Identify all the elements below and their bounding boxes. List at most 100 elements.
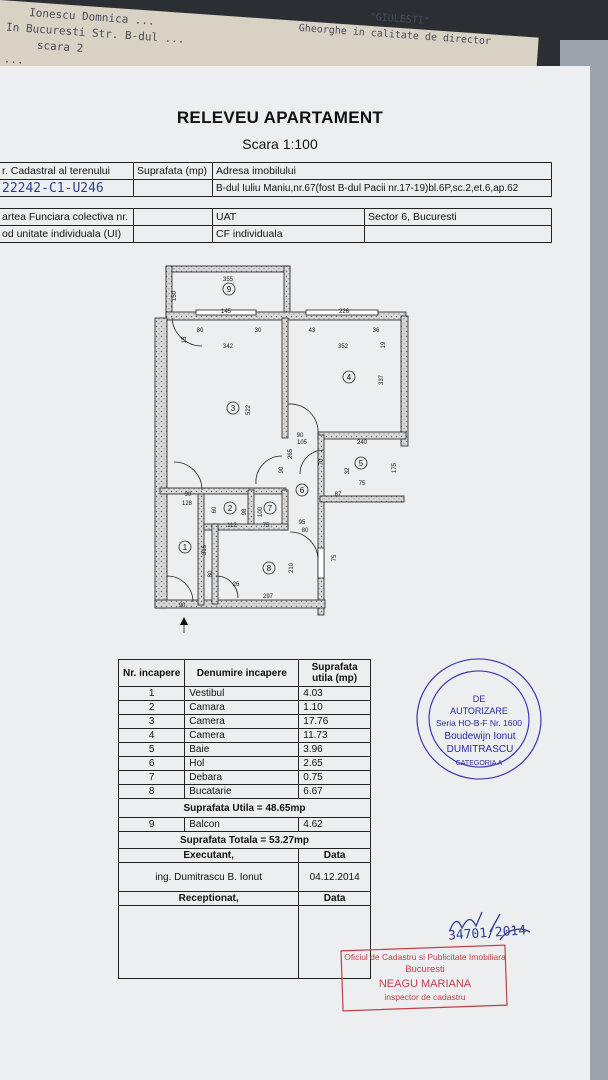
col-nr-header: Nr. incapere bbox=[117, 659, 186, 687]
executant-date-label: Data bbox=[298, 848, 371, 863]
room-nr: 1 bbox=[117, 686, 186, 701]
dimension-label: 522 bbox=[246, 404, 252, 415]
dimension-label: 80 bbox=[197, 328, 204, 334]
room-nr: 5 bbox=[117, 742, 186, 757]
area-label: Suprafata (mp) bbox=[133, 162, 213, 180]
room-area: 11.73 bbox=[298, 728, 371, 743]
room-number: 4 bbox=[347, 373, 352, 382]
dimension-label: 32 bbox=[345, 467, 351, 474]
dimension-label: 95 bbox=[299, 520, 306, 526]
dimension-label: 15 bbox=[182, 336, 188, 343]
stamp-line: Seria HO-B-F Nr. 1600 bbox=[436, 718, 522, 728]
room-number-circles bbox=[178, 282, 368, 575]
room-area: 4.03 bbox=[298, 686, 371, 701]
executant-date: 04.12.2014 bbox=[298, 862, 371, 892]
dimension-label: 297 bbox=[263, 594, 274, 600]
dimension-label: 60 bbox=[212, 506, 218, 513]
office-stamp-line: inspector de cadastru bbox=[384, 992, 466, 1002]
stamp-line: DUMITRASCU bbox=[446, 744, 514, 755]
room-nr: 6 bbox=[117, 756, 186, 771]
room-name: Camara bbox=[184, 700, 300, 715]
room-area: 6.67 bbox=[298, 784, 371, 799]
room-nr: 8 bbox=[117, 784, 186, 799]
room-name: Hol bbox=[184, 756, 300, 771]
dimension-label: 98 bbox=[242, 508, 248, 515]
room-area: 1.10 bbox=[298, 700, 371, 715]
plan-dimensions: 355 150 145 226 80 15 30 43 36 342 352 1… bbox=[172, 277, 398, 609]
stamp-line: DE bbox=[472, 694, 486, 704]
room-name: Camera bbox=[184, 728, 300, 743]
room-nr: 3 bbox=[117, 714, 186, 729]
dimension-label: 145 bbox=[221, 309, 232, 315]
executant-label: Executant, bbox=[117, 848, 300, 863]
room-name: Camera bbox=[184, 714, 300, 729]
room-name: Bucatarie bbox=[184, 784, 300, 799]
dimension-label: 175 bbox=[392, 462, 398, 473]
dimension-label: 337 bbox=[379, 374, 385, 385]
room-nr: 9 bbox=[117, 817, 186, 832]
office-stamp-line: Bucuresti bbox=[405, 964, 445, 975]
dimension-label: 352 bbox=[338, 344, 349, 350]
dimension-label: 26 bbox=[233, 582, 240, 588]
dimension-label: 315 bbox=[202, 544, 208, 555]
dimension-label: 87 bbox=[335, 492, 342, 498]
dimension-label: 43 bbox=[309, 328, 316, 334]
receptionat-label: Receptionat, bbox=[117, 891, 300, 906]
room-number: 7 bbox=[268, 504, 273, 513]
office-stamp-line: NEAGU MARIANA bbox=[378, 978, 472, 990]
dimension-label: 342 bbox=[223, 344, 234, 350]
dimension-label: 128 bbox=[182, 501, 193, 507]
room-area: 0.75 bbox=[298, 770, 371, 785]
room-number: 1 bbox=[183, 543, 188, 552]
room-name: Debara bbox=[184, 770, 300, 785]
dimension-label: 70 bbox=[319, 458, 325, 465]
room-number: 5 bbox=[359, 459, 364, 468]
room-name: Baie bbox=[184, 742, 300, 757]
dimension-label: 30 bbox=[255, 328, 262, 334]
address-value: B-dul Iuliu Maniu,nr.67(fost B-dul Pacii… bbox=[212, 179, 552, 197]
room-name: Balcon bbox=[184, 817, 300, 832]
stamp-line: Boudewijn Ionut bbox=[444, 731, 516, 742]
dimension-label: 80 bbox=[302, 528, 309, 534]
dimension-label: 75 bbox=[263, 523, 270, 529]
col-area-header: Suprafata utila (mp) bbox=[298, 659, 371, 687]
receptionat-date-label: Data bbox=[298, 891, 371, 906]
ui-label: od unitate individuala (UI) bbox=[0, 225, 134, 243]
total-area: Suprafata Totala = 53.27mp bbox=[118, 831, 371, 849]
plan-walls bbox=[154, 265, 409, 616]
total-useful: Suprafata Utila = 48.65mp bbox=[118, 798, 371, 818]
room-name: Vestibul bbox=[184, 686, 300, 701]
dimension-label: 80 bbox=[208, 570, 214, 577]
cf-collective-label: artea Funciara colectiva nr. bbox=[0, 208, 134, 226]
uat-label: UAT bbox=[212, 208, 365, 226]
room-nr: 2 bbox=[117, 700, 186, 715]
dimension-label: 100 bbox=[258, 506, 264, 517]
dimension-label: 90 bbox=[297, 433, 304, 439]
room-area: 4.62 bbox=[298, 817, 371, 832]
room-nr: 4 bbox=[117, 728, 186, 743]
dimension-label: 240 bbox=[357, 440, 368, 446]
dimension-label: 90 bbox=[185, 492, 192, 498]
document-page: RELEVEU APARTAMENT Scara 1:100 r. Cadast… bbox=[0, 66, 590, 1080]
office-stamp-line: Oficiul de Cadastru si Publicitate Imobi… bbox=[344, 952, 506, 962]
dimension-label: 105 bbox=[297, 440, 308, 446]
dimension-label: 90 bbox=[279, 466, 285, 473]
dimension-label: 112 bbox=[227, 523, 237, 529]
col-name-header: Denumire incapere bbox=[184, 659, 300, 687]
stamp-line: CATEGORIA A bbox=[455, 760, 503, 767]
page-title: RELEVEU APARTAMENT bbox=[176, 108, 384, 127]
dimension-label: 355 bbox=[223, 277, 234, 283]
cf-individual-label: CF individuala bbox=[212, 225, 365, 243]
room-number: 8 bbox=[267, 564, 272, 573]
dimension-label: 75 bbox=[359, 481, 366, 487]
